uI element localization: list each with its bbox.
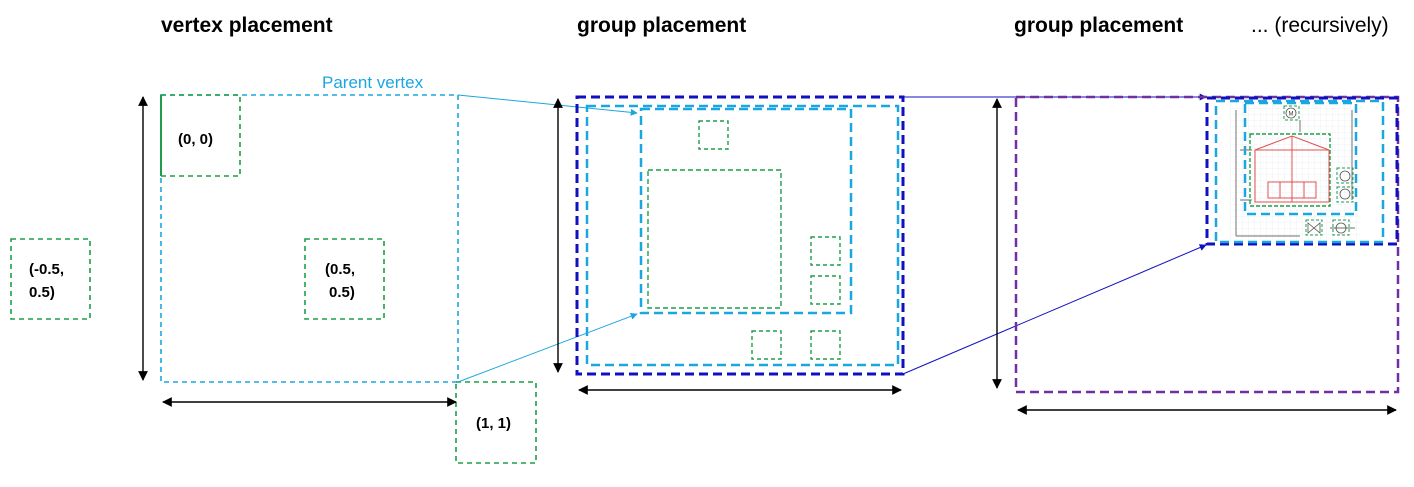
group-inner-box [585, 104, 900, 367]
group-vertex-small [810, 236, 841, 266]
mapping-arrow-bottom-2 [902, 244, 1207, 375]
valve-icon [1307, 222, 1321, 234]
thumb-vertex-small [1283, 105, 1300, 121]
vertex-placement-section: Parent vertex (0, 0) (-0.5, 0.5) (0.5, 0… [10, 73, 537, 464]
vertex-box-1-1 [455, 381, 537, 464]
group-placement-title-2: group placement [1014, 14, 1184, 37]
vertex-placement-title: vertex placement [161, 14, 333, 37]
coord-mid-line1: (0.5, [325, 261, 355, 278]
coord-0-0: (0, 0) [178, 131, 213, 148]
parent-vertex-label: Parent vertex [322, 73, 424, 92]
motor-symbol: M [1289, 112, 1294, 118]
parent-vertex-box [160, 94, 459, 383]
coord-neg-line1: (-0.5, [29, 261, 64, 278]
group-child-box [639, 107, 853, 315]
thumb-vertex-small [1336, 186, 1354, 203]
motor-icon [1285, 107, 1297, 119]
mapping-arrow-top [457, 94, 638, 116]
thumb-vertex-small [1332, 219, 1350, 236]
recursive-placement-section: M [992, 95, 1400, 415]
group-vertex-small [810, 330, 841, 360]
schematic-thumbnail: M [1205, 96, 1399, 246]
group-vertex-large [647, 169, 782, 309]
coord-1-1: (1, 1) [476, 415, 511, 432]
group-placement-title: group placement [577, 14, 747, 37]
group-vertex-small [698, 120, 729, 150]
thumb-vertex-small [1305, 219, 1323, 236]
group-placement-section [553, 95, 905, 395]
thumb-vertex-small [1336, 167, 1354, 184]
pump-icon [1339, 188, 1351, 200]
mapping-arrow-bottom [457, 312, 638, 383]
schematic-heater-divisions [1279, 182, 1305, 198]
coord-mid-line2: 0.5) [329, 284, 355, 301]
group-vertex-small [810, 275, 841, 305]
vertex-box-mid [304, 238, 385, 320]
recursively-label: ... (recursively) [1251, 14, 1389, 37]
group-vertex-small [751, 330, 782, 360]
thumb-vertex-large [1249, 133, 1331, 207]
pump-icon [1339, 170, 1351, 182]
vertex-box-neg [10, 238, 91, 320]
coord-neg-line2: 0.5) [29, 284, 55, 301]
group-outer-box [575, 95, 905, 376]
schematic-grid [1230, 101, 1360, 240]
pump-icon [1335, 222, 1347, 234]
schematic-pipes [1235, 110, 1355, 237]
